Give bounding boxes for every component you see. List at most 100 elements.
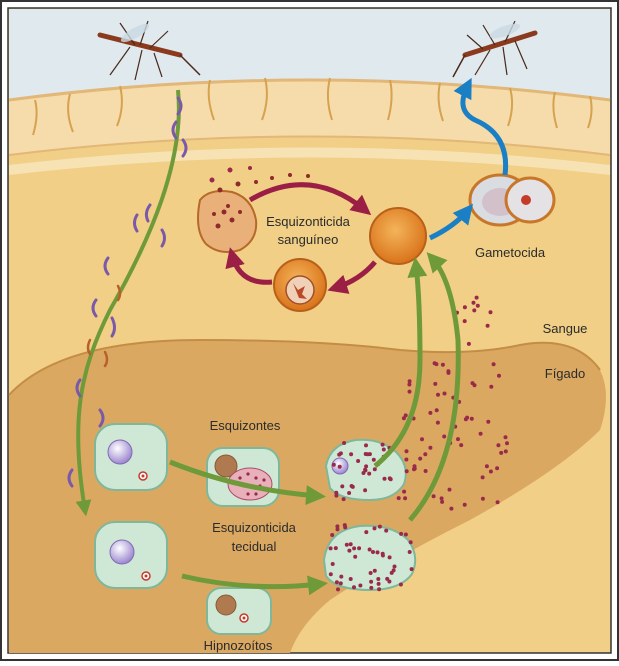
merozoite-dot (403, 496, 407, 500)
merozoite-dot (405, 469, 409, 473)
merozoite-dot (472, 301, 476, 305)
merozoite-dot (436, 421, 440, 425)
merozoite-dot (369, 586, 373, 590)
merozoite-dot (470, 417, 474, 421)
merozoite-dot (339, 575, 343, 579)
merozoite-dot (475, 296, 479, 300)
merozoite-dot (334, 494, 338, 498)
merozoite-dot (347, 491, 351, 495)
merozoite-dot (408, 390, 412, 394)
merozoite-dot (459, 443, 463, 447)
merozoite-dot (338, 465, 342, 469)
merozoite-dot (499, 451, 503, 455)
merozoite-dot (428, 446, 432, 450)
merozoite-dot (388, 555, 392, 559)
label-blood-schizonticide-2: sanguíneo (278, 232, 339, 247)
merozoite-dot (492, 362, 496, 366)
merozoite-dot (340, 484, 344, 488)
merozoite-dot (364, 464, 368, 468)
merozoite-dot (364, 443, 368, 447)
merozoite-dot (388, 476, 392, 480)
merozoite-dot (364, 530, 368, 534)
merozoite-dot (339, 581, 343, 585)
merozoite-dot (489, 470, 493, 474)
merozoite-dot (335, 580, 339, 584)
merozoite-dot (465, 416, 469, 420)
merozoite-dot (424, 469, 428, 473)
merozoite-dot (399, 583, 403, 587)
merozoite-dot (382, 448, 386, 452)
merozoite-dot (378, 525, 382, 529)
merozoite-dot (357, 546, 361, 550)
merozoite-dot (363, 488, 367, 492)
merozoite-dot (345, 543, 349, 547)
merozoite-dot (392, 568, 396, 572)
merozoite-dot (353, 555, 357, 559)
merozoite-dot (393, 565, 397, 569)
label-gametocide: Gametocida (475, 245, 546, 260)
label-tissue-schizonticide-2: tecidual (232, 539, 277, 554)
merozoite-dot (463, 305, 467, 309)
merozoite-dot (418, 457, 422, 461)
merozoite-dot (463, 319, 467, 323)
merozoite-dot (410, 567, 414, 571)
merozoite-dot (373, 467, 377, 471)
merozoite-dot (349, 577, 353, 581)
merozoite-dot (402, 416, 406, 420)
merozoite-dot (339, 451, 343, 455)
label-hypnozoites: Hipnozoítos (204, 638, 273, 653)
merozoite-dot (497, 374, 501, 378)
merozoite-dot (472, 308, 476, 312)
merozoite-dot (428, 411, 432, 415)
merozoite-dot (404, 458, 408, 462)
merozoite-dot (489, 385, 493, 389)
merozoite-dot (342, 497, 346, 501)
label-schizonts: Esquizontes (210, 418, 281, 433)
merozoite-dot (373, 569, 377, 573)
merozoite-dot (331, 562, 335, 566)
merozoite-dot (329, 546, 333, 550)
hepatocyte-upper (95, 424, 167, 490)
merozoite-dot (467, 342, 471, 346)
merozoite-dot (442, 435, 446, 439)
merozoite-dot (377, 587, 381, 591)
merozoite-dot (356, 459, 360, 463)
merozoite-dot (496, 443, 500, 447)
merozoite-dot (496, 500, 500, 504)
hepatocyte-lower (95, 522, 167, 588)
merozoite-dot (433, 382, 437, 386)
merozoite-dot (330, 533, 334, 537)
merozoite-dot (371, 550, 375, 554)
merozoite-dot (336, 587, 340, 591)
merozoite-dot (366, 452, 370, 456)
merozoite-dot (369, 571, 373, 575)
merozoite-dot (349, 452, 353, 456)
merozoite-dot (405, 449, 409, 453)
merozoite-dot (402, 490, 406, 494)
merozoite-dot (376, 577, 380, 581)
merozoite-dot (329, 572, 333, 576)
merozoite-dot (399, 532, 403, 536)
merozoite-dot (358, 584, 362, 588)
merozoite-dot (372, 458, 376, 462)
merozoite-dot (369, 580, 373, 584)
merozoite-dot (336, 527, 340, 531)
merozoite-dot (473, 383, 477, 387)
merozoite-dot (504, 449, 508, 453)
merozoite-dot (485, 464, 489, 468)
merozoite-dot (381, 554, 385, 558)
merozoite-dot (495, 466, 499, 470)
merozoite-dot (463, 503, 467, 507)
merozoite-dot (443, 392, 447, 396)
trophozoite-rbc (274, 259, 326, 311)
label-liver: Fígado (545, 366, 585, 381)
merozoite-dot (384, 529, 388, 533)
merozoite-dot (342, 441, 346, 445)
merozoite-dot (373, 526, 377, 530)
merozoite-dot (409, 540, 413, 544)
merozoite-dot (347, 549, 351, 553)
merozoite-dot (352, 585, 356, 589)
merozoite-dot (332, 463, 336, 467)
